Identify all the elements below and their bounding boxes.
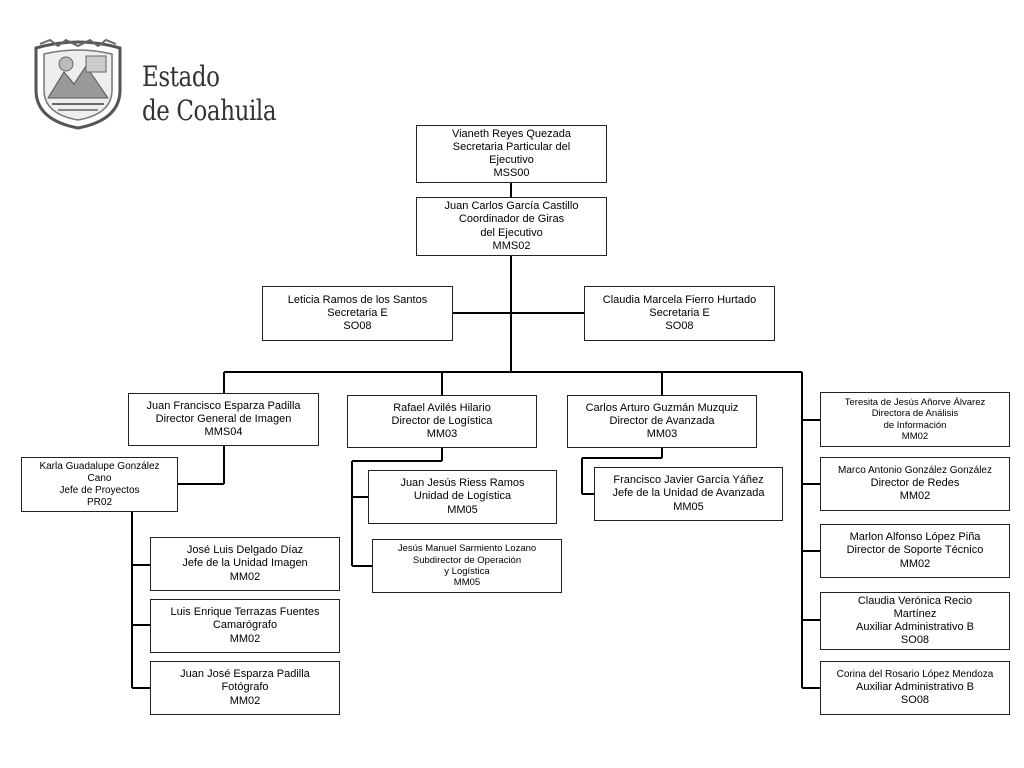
org-node-director-avanzada: Carlos Arturo Guzmán Muzquiz Director de…	[567, 395, 757, 448]
org-node-jefe-unidad-imagen: José Luis Delgado Díaz Jefe de la Unidad…	[150, 537, 340, 591]
org-node-auxiliar-claudia: Claudia Verónica Recio Martínez Auxiliar…	[820, 592, 1010, 650]
brand-line-2: de Coahuila	[142, 94, 277, 127]
org-node-camarografo: Luis Enrique Terrazas Fuentes Camarógraf…	[150, 599, 340, 653]
org-node-director-soporte: Marlon Alfonso López Piña Director de So…	[820, 524, 1010, 578]
org-node-subdirector-operacion: Jesús Manuel Sarmiento Lozano Subdirecto…	[372, 539, 562, 593]
org-node-secretaria-claudia: Claudia Marcela Fierro Hurtado Secretari…	[584, 286, 775, 341]
coahuila-coat-of-arms-icon	[34, 38, 122, 130]
org-node-coordinador-giras: Juan Carlos García Castillo Coordinador …	[416, 197, 607, 256]
org-node-director-redes: Marco Antonio González González Director…	[820, 457, 1010, 511]
org-node-secretaria-particular: Vianeth Reyes Quezada Secretaria Particu…	[416, 125, 607, 183]
org-node-director-imagen: Juan Francisco Esparza Padilla Director …	[128, 393, 319, 446]
brand-line-1: Estado	[142, 60, 220, 93]
org-node-auxiliar-corina: Corina del Rosario López Mendoza Auxilia…	[820, 661, 1010, 715]
org-node-fotografo: Juan José Esparza Padilla Fotógrafo MM02	[150, 661, 340, 715]
org-node-jefe-unidad-avanzada: Francisco Javier García Yáñez Jefe de la…	[594, 467, 783, 521]
org-node-unidad-logistica: Juan Jesús Riess Ramos Unidad de Logísti…	[368, 470, 557, 524]
org-node-secretaria-leticia: Leticia Ramos de los Santos Secretaria E…	[262, 286, 453, 341]
org-node-directora-analisis: Teresita de Jesús Añorve Álvarez Directo…	[820, 392, 1010, 447]
org-node-jefe-proyectos: Karla Guadalupe González Cano Jefe de Pr…	[21, 457, 178, 512]
brand-title: Estado de Coahuila	[142, 60, 277, 128]
org-node-director-logistica: Rafael Avilés Hilario Director de Logíst…	[347, 395, 537, 448]
